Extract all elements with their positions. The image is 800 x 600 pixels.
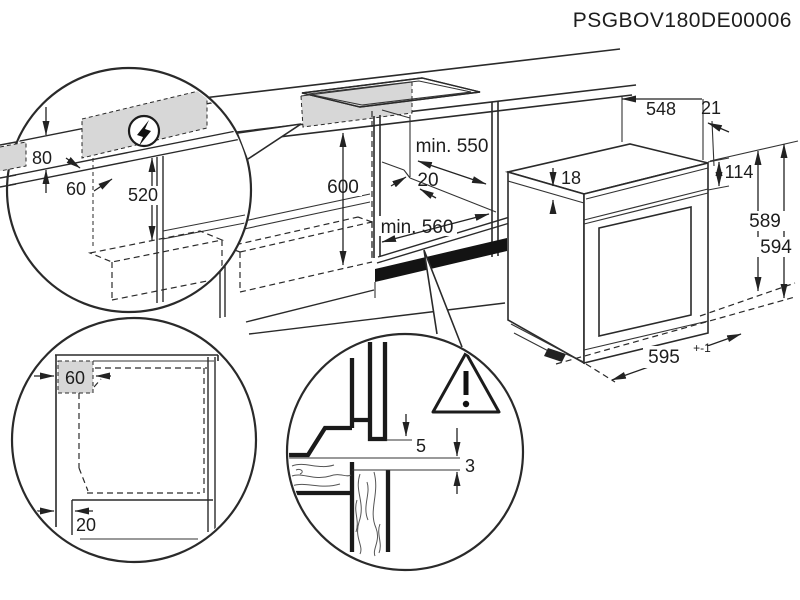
vent-strip bbox=[375, 238, 507, 282]
cutout-side-shading bbox=[301, 82, 412, 127]
dim-drop-height: 520 bbox=[128, 185, 158, 205]
built-in-oven-drawing: 548 21 18 114 589 594 595 +-1 bbox=[504, 95, 799, 383]
dim-oven-height-a: 589 bbox=[749, 211, 781, 232]
detail-electrical-connection: 80 60 520 bbox=[0, 66, 302, 314]
dim-niche-rear-gap: 20 bbox=[417, 170, 438, 191]
dim-bottom-gap: 3 bbox=[465, 456, 475, 476]
oven-side-face bbox=[507, 170, 585, 365]
dim-niche-height: 600 bbox=[327, 177, 359, 198]
document-code: PSGBOV180DE00006 bbox=[573, 9, 792, 32]
hob-cutout bbox=[300, 77, 481, 128]
dim-oven-height-b: 594 bbox=[760, 237, 792, 258]
dim-plinth-recess: 20 bbox=[76, 515, 96, 535]
dim-oven-door-offset: 21 bbox=[701, 98, 721, 118]
oven-dimensions: 548 21 18 114 589 594 595 +-1 bbox=[549, 95, 799, 383]
dim-top-gap: 5 bbox=[416, 436, 426, 456]
dim-oven-top-trim: 18 bbox=[561, 168, 581, 188]
niche-dimensions: 600 min. 550 20 min. 560 bbox=[324, 132, 490, 266]
dim-oven-width: 595 bbox=[648, 347, 680, 368]
wood-grain bbox=[291, 463, 381, 557]
lightning-bolt-icon bbox=[127, 114, 161, 148]
plinth-lines bbox=[245, 289, 506, 335]
dim-corner-clearance: 60 bbox=[65, 368, 85, 388]
dim-niche-depth: min. 550 bbox=[416, 136, 489, 157]
detail-front-clearance: 5 3 bbox=[285, 249, 525, 572]
warning-triangle-icon bbox=[431, 351, 501, 414]
main-cabinet-drawing: 600 min. 550 20 min. 560 bbox=[185, 48, 637, 335]
hidden-oven-outline-side bbox=[78, 367, 207, 494]
dim-oven-panel-height: 114 bbox=[725, 162, 754, 182]
magnifier-pointer bbox=[238, 124, 301, 159]
detail-side-section: 60 20 bbox=[10, 316, 258, 564]
dim-niche-width: min. 560 bbox=[381, 217, 454, 238]
hidden-oven-outline bbox=[225, 216, 373, 293]
oven-door-window bbox=[598, 205, 692, 338]
dim-oven-depth: 548 bbox=[646, 99, 676, 119]
oven-plinth bbox=[510, 323, 585, 363]
dim-strip-height: 80 bbox=[32, 148, 52, 168]
dim-oven-width-tolerance: +-1 bbox=[693, 341, 711, 355]
control-panel bbox=[583, 188, 709, 225]
corner-clearance-shading bbox=[58, 361, 93, 393]
dim-wall-offset: 60 bbox=[66, 179, 86, 199]
oven-niche bbox=[373, 101, 514, 264]
